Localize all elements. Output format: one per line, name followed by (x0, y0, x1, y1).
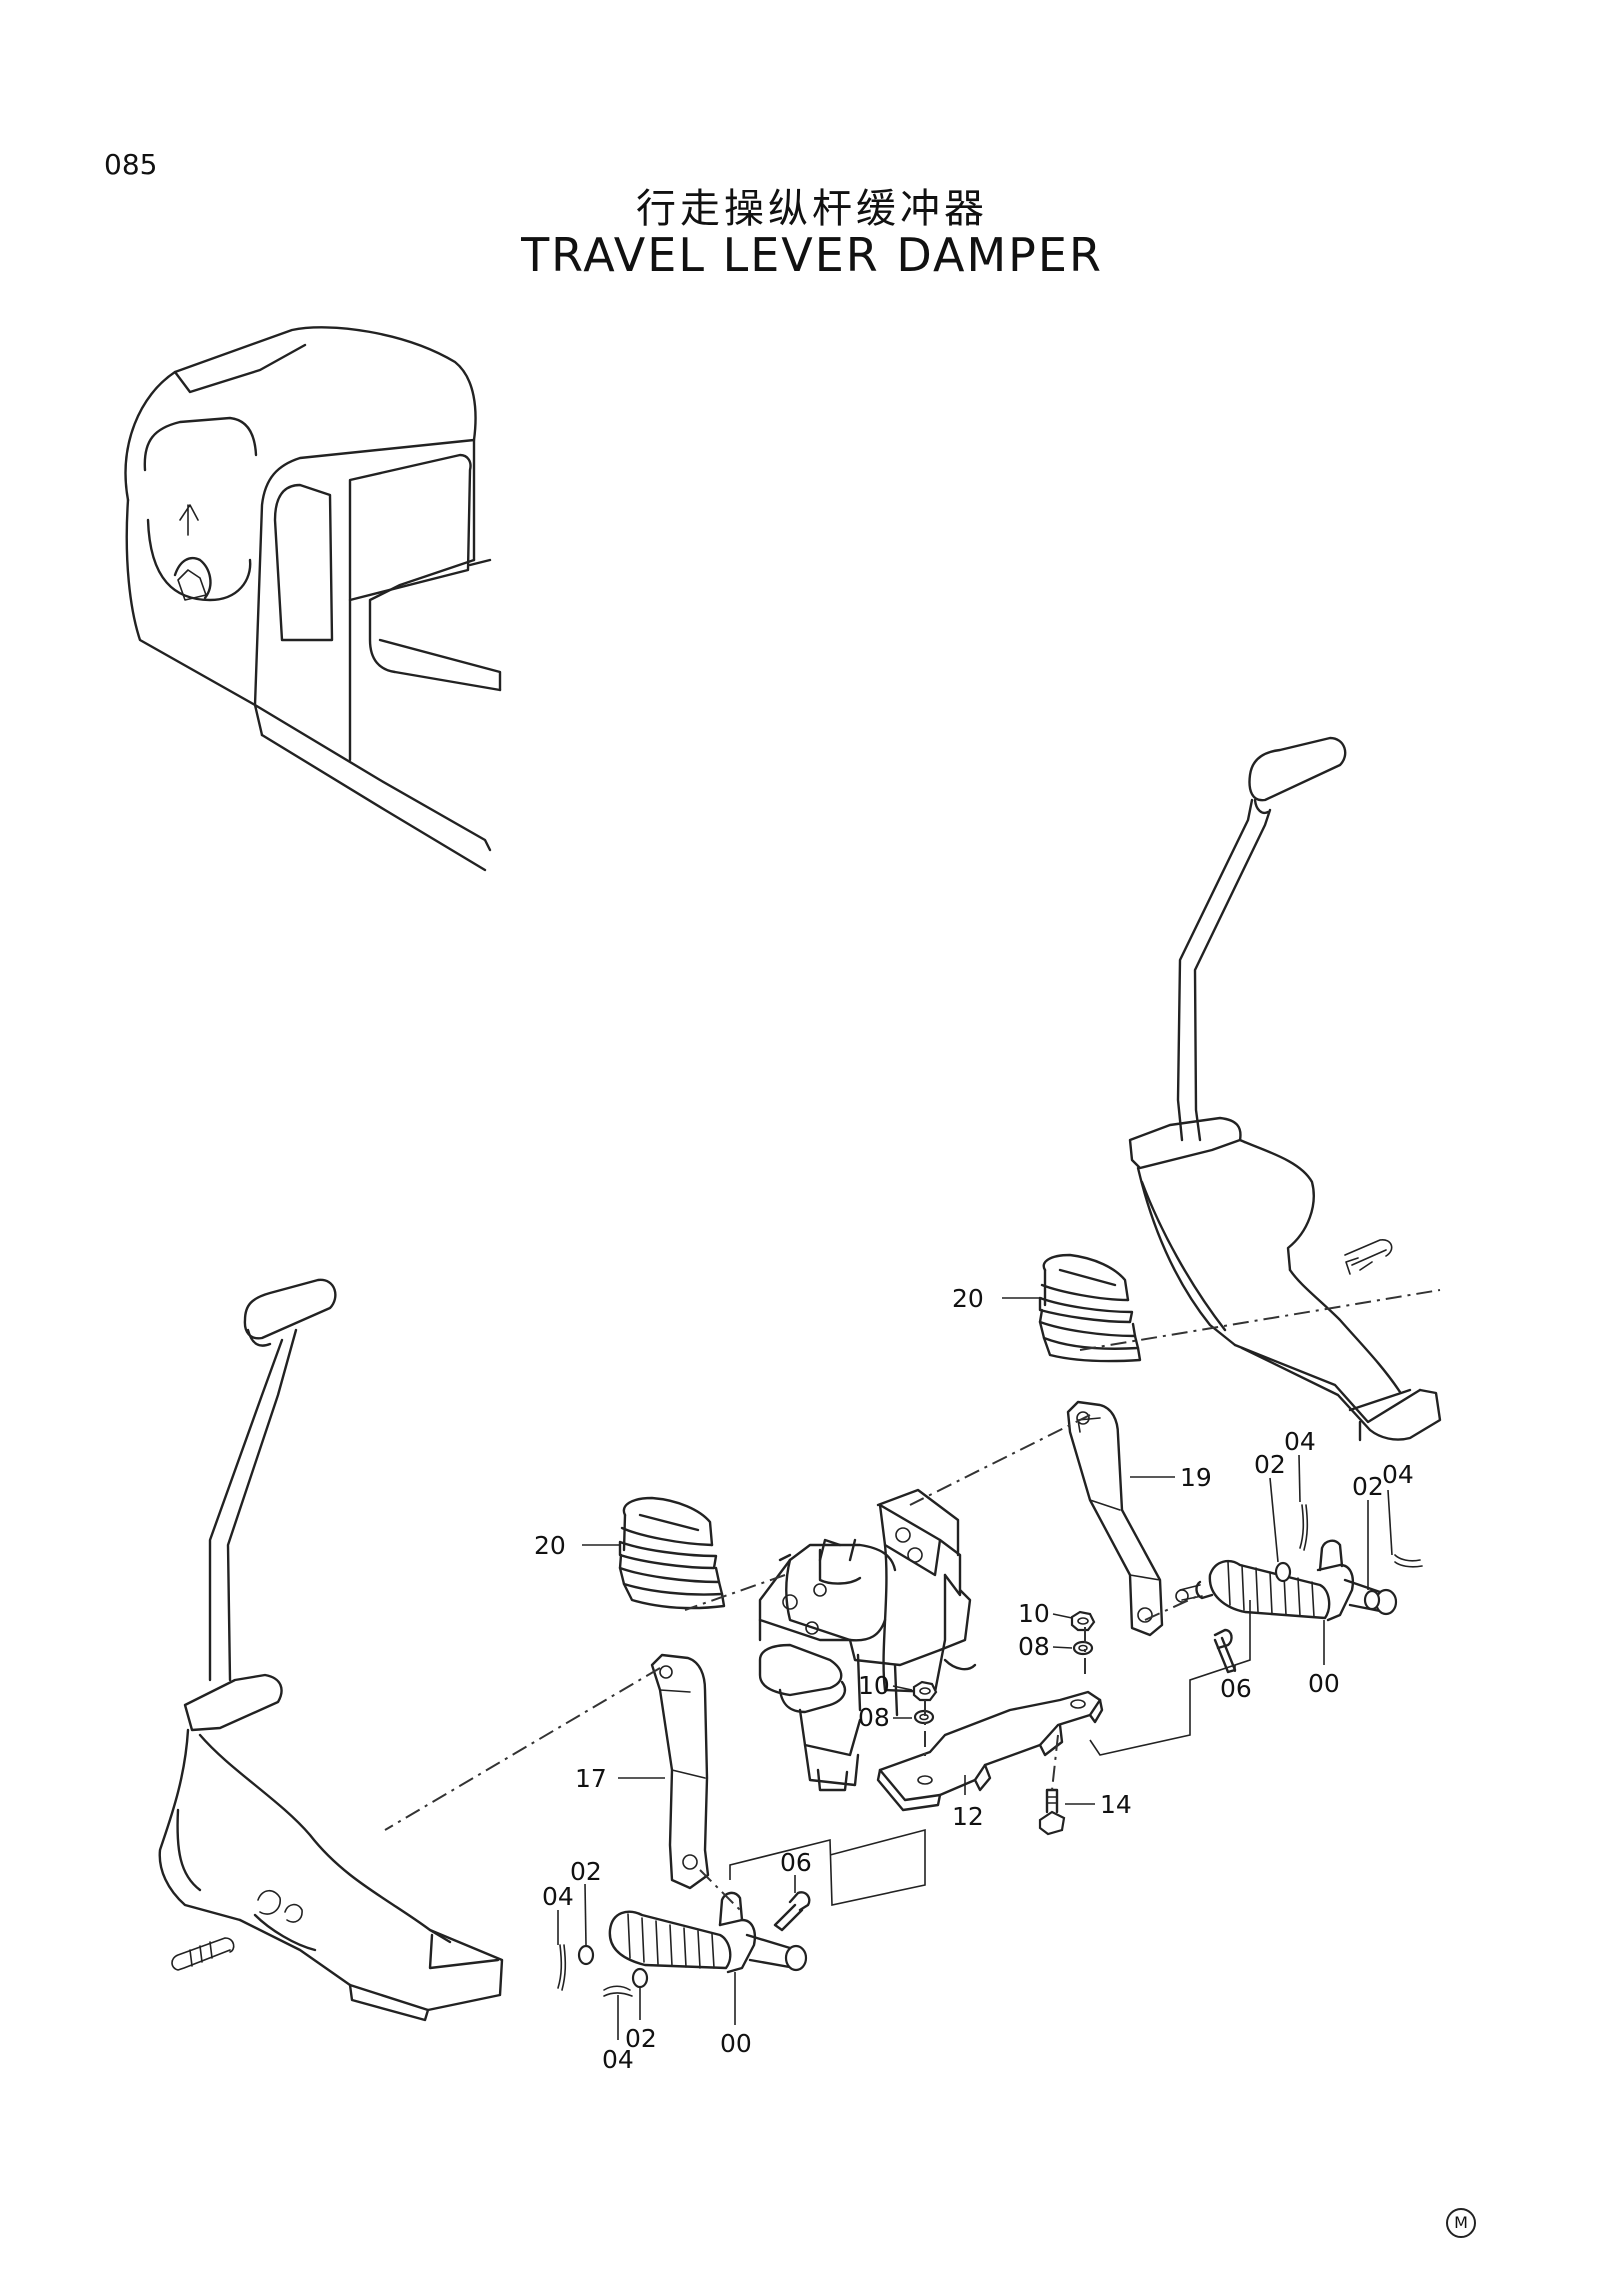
callout-00-upper: 00 (1308, 1669, 1340, 1698)
callout-19: 19 (1180, 1463, 1212, 1492)
callout-04-right-b: 04 (1382, 1460, 1414, 1489)
callout-14: 14 (1100, 1790, 1132, 1819)
callout-00-lower: 00 (720, 2029, 752, 2058)
damper-boot-20-lower (618, 1496, 726, 1610)
bracket-17 (650, 1653, 710, 1890)
left-pedal-assembly (158, 1278, 504, 2022)
leader-lines (557, 1297, 1393, 2040)
assembly-phantom-lines (384, 1289, 1441, 1911)
fasteners (557, 1504, 1423, 1997)
callout-10-lower: 10 (858, 1671, 890, 1700)
callout-06-lower: 06 (780, 1848, 812, 1877)
callout-02-left-a: 02 (570, 1857, 602, 1886)
callout-12: 12 (952, 1802, 984, 1831)
plate-12 (876, 1690, 1104, 1812)
callout-02-left-b: 02 (625, 2024, 657, 2053)
callout-04-left-b: 04 (602, 2045, 634, 2074)
callout-17: 17 (575, 1764, 607, 1793)
callout-08-lower: 08 (858, 1703, 890, 1732)
title-english: TRAVEL LEVER DAMPER (521, 228, 1103, 282)
callout-08-upper: 08 (1018, 1632, 1050, 1661)
bracket-19 (1066, 1400, 1164, 1637)
callout-06-upper: 06 (1220, 1674, 1252, 1703)
callout-02-right-b: 02 (1352, 1472, 1384, 1501)
callout-04-left-a: 04 (542, 1882, 574, 1911)
callout-20-upper: 20 (952, 1284, 984, 1313)
damper-cylinder-right (1175, 1539, 1398, 1622)
page-number: 085 (104, 148, 158, 181)
callout-labels: 20 20 19 17 12 14 10 08 10 08 06 00 06 0… (534, 1284, 1414, 2074)
title-chinese: 行走操纵杆缓冲器 (636, 186, 988, 232)
pilot-valve-body (758, 1488, 977, 1792)
callout-04-right-a: 04 (1284, 1427, 1316, 1456)
right-pedal-assembly (1128, 736, 1442, 1442)
damper-cylinder-left (608, 1891, 808, 1974)
callout-20-lower: 20 (534, 1531, 566, 1560)
cab-inset (124, 326, 502, 872)
callout-02-right-a: 02 (1254, 1450, 1286, 1479)
corner-mark: M (1446, 2208, 1476, 2238)
damper-boot-20-upper (1038, 1253, 1142, 1363)
callout-10-upper: 10 (1018, 1599, 1050, 1628)
